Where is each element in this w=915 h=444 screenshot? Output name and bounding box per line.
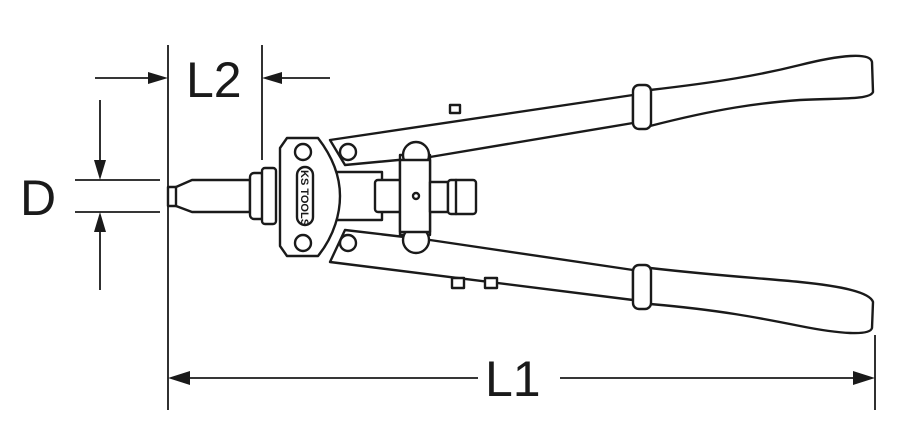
label-l1: L1 (485, 351, 541, 407)
nut (483, 276, 499, 290)
lower-collar (631, 263, 653, 311)
label-l2: L2 (186, 52, 242, 108)
logo-badge (295, 165, 315, 227)
label-d: D (20, 170, 56, 226)
upper-arm (328, 93, 635, 167)
lower-grip (648, 266, 875, 335)
dimension-l2: L2 (95, 52, 330, 108)
lower-arm (328, 228, 635, 302)
dimension-lines (75, 45, 876, 410)
rivet-tool: KS TOOLS (166, 54, 875, 335)
nut (448, 103, 462, 115)
dimension-d: D (20, 100, 106, 290)
upper-collar (631, 83, 653, 131)
nozzle (166, 178, 252, 214)
dimension-l1: L1 (168, 351, 875, 407)
ks-tools-logo: KS TOOLS (298, 170, 310, 226)
nut (450, 276, 466, 290)
upper-grip (648, 54, 875, 128)
rear-nut (428, 180, 450, 214)
